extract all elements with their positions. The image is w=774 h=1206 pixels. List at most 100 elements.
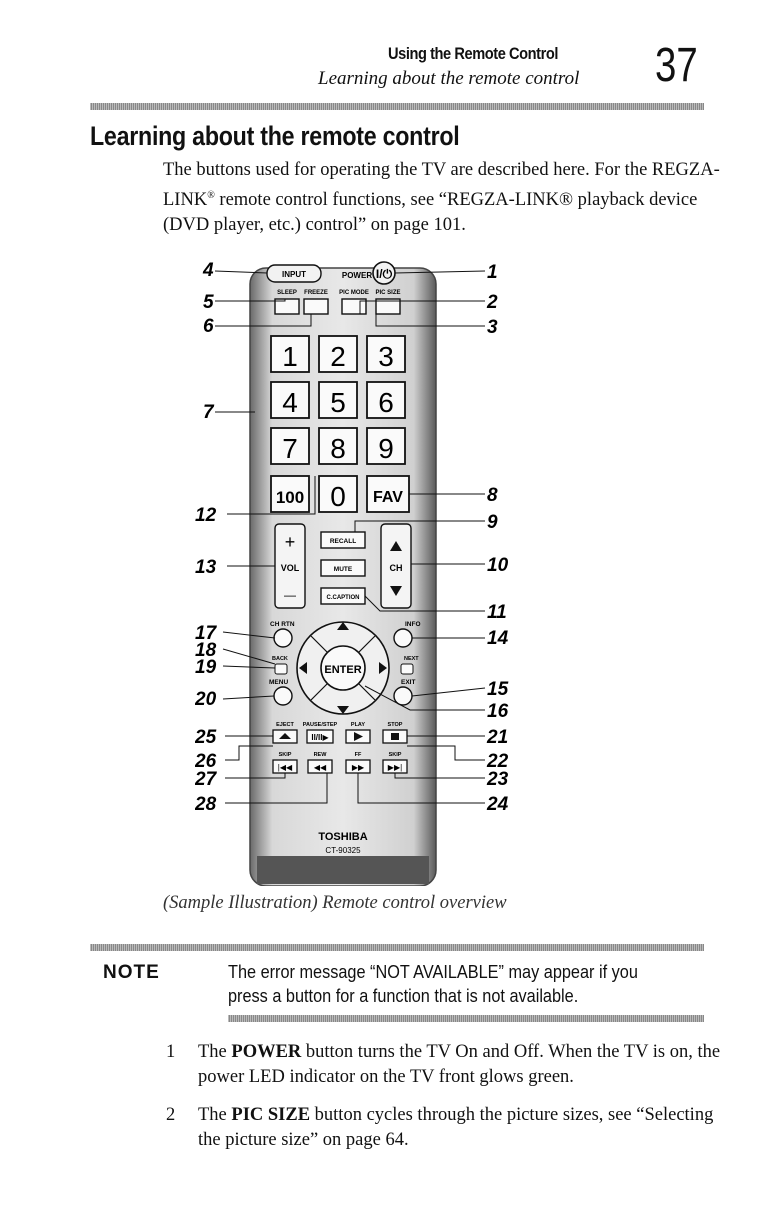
play-button[interactable] [345,729,371,744]
play-label: PLAY [351,722,365,728]
input-button[interactable]: INPUT [266,264,322,283]
power-icon: I/⏻ [376,267,393,281]
running-header-section: Using the Remote Control [388,44,558,63]
skip-back-icon: |◀◀ [278,763,293,772]
callout-left-18: 18 [195,640,217,661]
volume-label: VOL [281,563,300,573]
exit-button[interactable] [393,686,413,706]
digit-2-button[interactable]: 2 [318,335,358,373]
sleep-button[interactable] [274,298,300,315]
power-button[interactable]: I/⏻ [372,261,396,285]
power-label: POWER [342,271,372,280]
picsize-label: PIC SIZE [375,290,400,296]
svg-text:8: 8 [330,433,346,464]
stop-button[interactable] [382,729,408,744]
header-divider [90,103,704,110]
chrtn-button[interactable] [273,628,293,648]
note-top-divider [90,944,704,951]
callout-left-25: 25 [195,727,217,748]
next-button[interactable] [400,663,414,675]
pause-icon: II/II▶ [311,733,329,742]
digit-5-button[interactable]: 5 [318,381,358,419]
fav-button[interactable]: FAV [366,475,410,513]
stop-label: STOP [388,722,403,728]
digit-4-button[interactable]: 4 [270,381,310,419]
callout-right-8: 8 [487,485,498,506]
closed-caption-button[interactable]: C.CAPTION [320,587,366,605]
digit-8-button[interactable]: 8 [318,427,358,465]
svg-text:RECALL: RECALL [330,538,356,545]
back-button[interactable] [274,663,288,675]
zero-button[interactable]: 0 [318,475,358,513]
arrow-left-icon [299,662,307,674]
rewind-button[interactable]: ◀◀ [307,759,333,774]
arrow-up-icon [337,622,349,630]
skip-forward-icon: ▶▶| [388,763,402,772]
callout-left-27: 27 [195,769,218,790]
mute-button[interactable]: MUTE [320,559,366,577]
next-label: NEXT [404,656,419,662]
callout-left-6: 6 [203,316,214,337]
ff-label: FF [355,752,362,758]
enter-button [320,645,366,691]
svg-text:5: 5 [330,387,346,418]
menu-label: MENU [269,679,288,686]
arrow-down-icon [337,706,349,714]
pause-step-button[interactable]: II/II▶ [306,729,334,744]
callout-left-28: 28 [195,794,217,815]
fast-forward-icon: ▶▶ [352,763,365,772]
callout-lines [214,270,486,804]
eject-button[interactable] [272,729,298,744]
page-number: 37 [655,39,698,92]
callout-left-5: 5 [203,292,214,313]
callout-right-11: 11 [487,602,507,623]
digit-3-button[interactable]: 3 [366,335,406,373]
callout-right-15: 15 [487,679,509,700]
svg-text:C.CAPTION: C.CAPTION [327,595,360,601]
digit-1-button[interactable]: 1 [270,335,310,373]
fast-forward-button[interactable]: ▶▶ [345,759,371,774]
volume-down-label: — [284,588,296,602]
callout-right-9: 9 [487,512,498,533]
callout-left-17: 17 [195,623,218,644]
navigation-pad[interactable]: ENTER [296,621,390,715]
picsize-button[interactable] [375,298,401,315]
callout-right-22: 22 [486,751,509,772]
running-header-subsection: Learning about the remote control [318,68,580,89]
svg-text:7: 7 [282,433,298,464]
hundred-button[interactable]: 100 [270,475,310,513]
rewind-icon: ◀◀ [314,763,327,772]
recall-button[interactable]: RECALL [320,531,366,549]
info-button[interactable] [393,628,413,648]
skip-back-button[interactable]: |◀◀ [272,759,298,774]
callout-right-24: 24 [486,794,509,815]
callout-numbers: 4567121317181920252627281238910111415162… [194,260,509,815]
menu-button[interactable] [273,686,293,706]
enter-label: ENTER [324,664,361,676]
digit-7-button[interactable]: 7 [270,427,310,465]
callout-right-23: 23 [486,769,509,790]
intro-paragraph: The buttons used for operating the TV ar… [163,160,720,236]
model-number: CT-90325 [325,846,361,855]
svg-text:100: 100 [276,488,304,507]
svg-text:4: 4 [282,387,298,418]
channel-rocker[interactable] [380,523,412,609]
channel-down-icon [390,586,402,596]
svg-text:6: 6 [378,387,394,418]
remote-base [257,856,429,884]
brand-logo: TOSHIBA [318,831,367,843]
digit-9-button[interactable]: 9 [366,427,406,465]
eject-label: EJECT [276,722,294,728]
freeze-button[interactable] [303,298,329,315]
skip-forward-button[interactable]: ▶▶| [382,759,408,774]
callout-right-16: 16 [487,701,509,722]
stop-icon [391,733,399,740]
pausestep-label: PAUSE/STEP [303,722,338,728]
play-icon [354,732,363,741]
note-bottom-divider [228,1015,704,1022]
svg-text:9: 9 [378,433,394,464]
svg-text:2: 2 [330,341,346,372]
digit-6-button[interactable]: 6 [366,381,406,419]
callout-left-20: 20 [195,689,217,710]
callout-left-26: 26 [195,751,217,772]
